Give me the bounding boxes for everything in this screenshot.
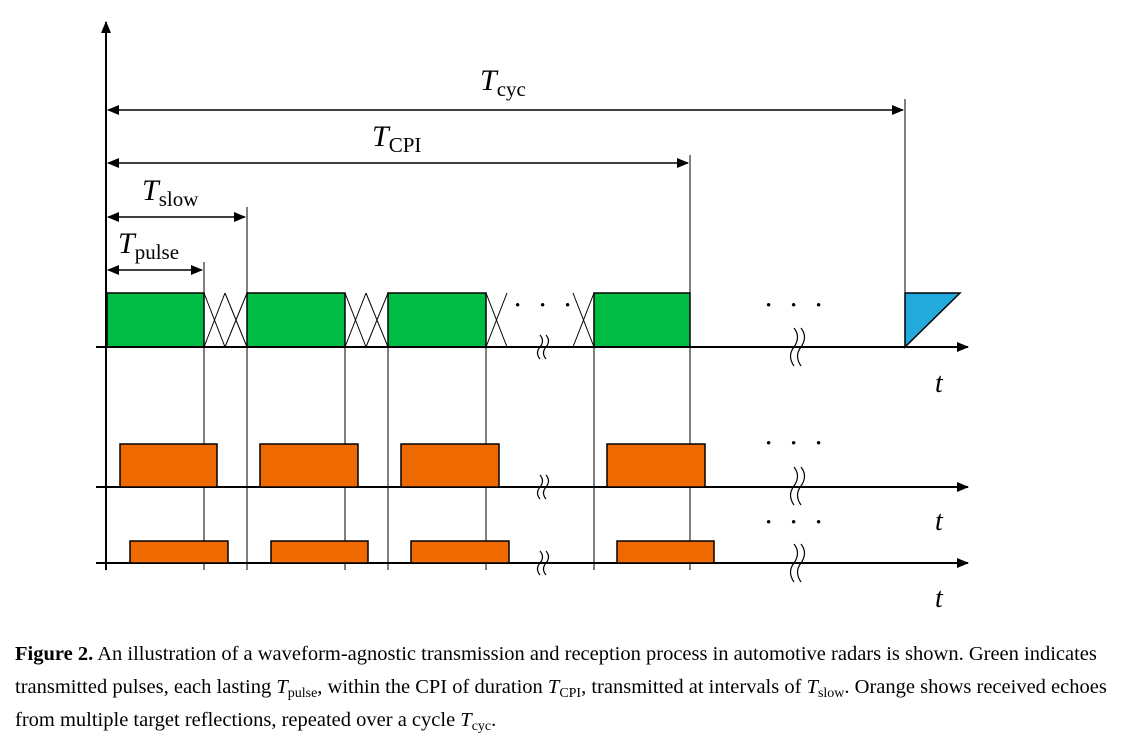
caption-text-2: , within the CPI of duration [317,676,548,698]
caption-text-5: . [491,709,497,731]
caption-sym-cyc-sub: cyc [471,719,492,734]
ellipsis-rx2: • • • [766,515,829,531]
ellipsis-tx-2: • • • [766,298,829,314]
t-pulse-label: Tpulse [118,227,179,264]
caption-sym-slow-sub: slow [817,686,845,701]
figure-caption: Figure 2. An illustration of a waveform-… [15,638,1125,737]
ellipsis-rx1: • • • [766,436,829,452]
gap-crosses [203,292,595,348]
time-label-rx2: t [935,583,944,614]
rx2-echo-3 [410,540,510,564]
tx-pulse-2 [246,292,346,348]
rx1-echo-2 [259,443,359,488]
time-label-tx: t [935,368,944,399]
caption-text-4: . Orange shows received echoes from mult… [15,676,1107,731]
t-slow-label: Tslow [142,174,199,211]
received-echoes-1 [119,443,706,488]
received-echoes-2 [129,540,715,564]
rx2-echo-1 [129,540,229,564]
t-cpi-label: TCPI [372,120,421,157]
caption-text-1: An illustration of a waveform-agnostic t… [15,643,1097,698]
tx-pulse-1 [106,292,205,348]
transmitted-pulses [106,292,691,348]
figure-label: Figure 2. [15,643,94,665]
axis-breaks [536,327,806,583]
rx2-echo-4 [616,540,715,564]
caption-sym-cyc: T [460,709,472,731]
next-cycle-pulse [904,292,962,349]
tx-pulse-3 [387,292,487,348]
t-cyc-label: Tcyc [480,64,526,101]
caption-sym-pulse: T [276,676,288,698]
caption-sym-cpi: T [547,676,560,698]
caption-text-3: , transmitted at intervals of [581,676,807,698]
caption-sym-slow: T [806,676,818,698]
dimension-arrows [107,105,904,275]
ellipsis-tx-1: • • • [515,298,578,314]
caption-sym-cpi-sub: CPI [559,686,582,701]
caption-sym-pulse-sub: pulse [287,686,318,701]
rx1-echo-4 [606,443,706,488]
rx1-echo-3 [400,443,500,488]
time-axes [96,342,969,568]
radar-timing-diagram: Tcyc TCPI Tslow Tpulse • • • • • • • • •… [96,21,969,614]
rx2-echo-2 [270,540,369,564]
rx1-echo-1 [119,443,218,488]
tx-pulse-4 [593,292,691,348]
time-label-rx1: t [935,506,944,537]
